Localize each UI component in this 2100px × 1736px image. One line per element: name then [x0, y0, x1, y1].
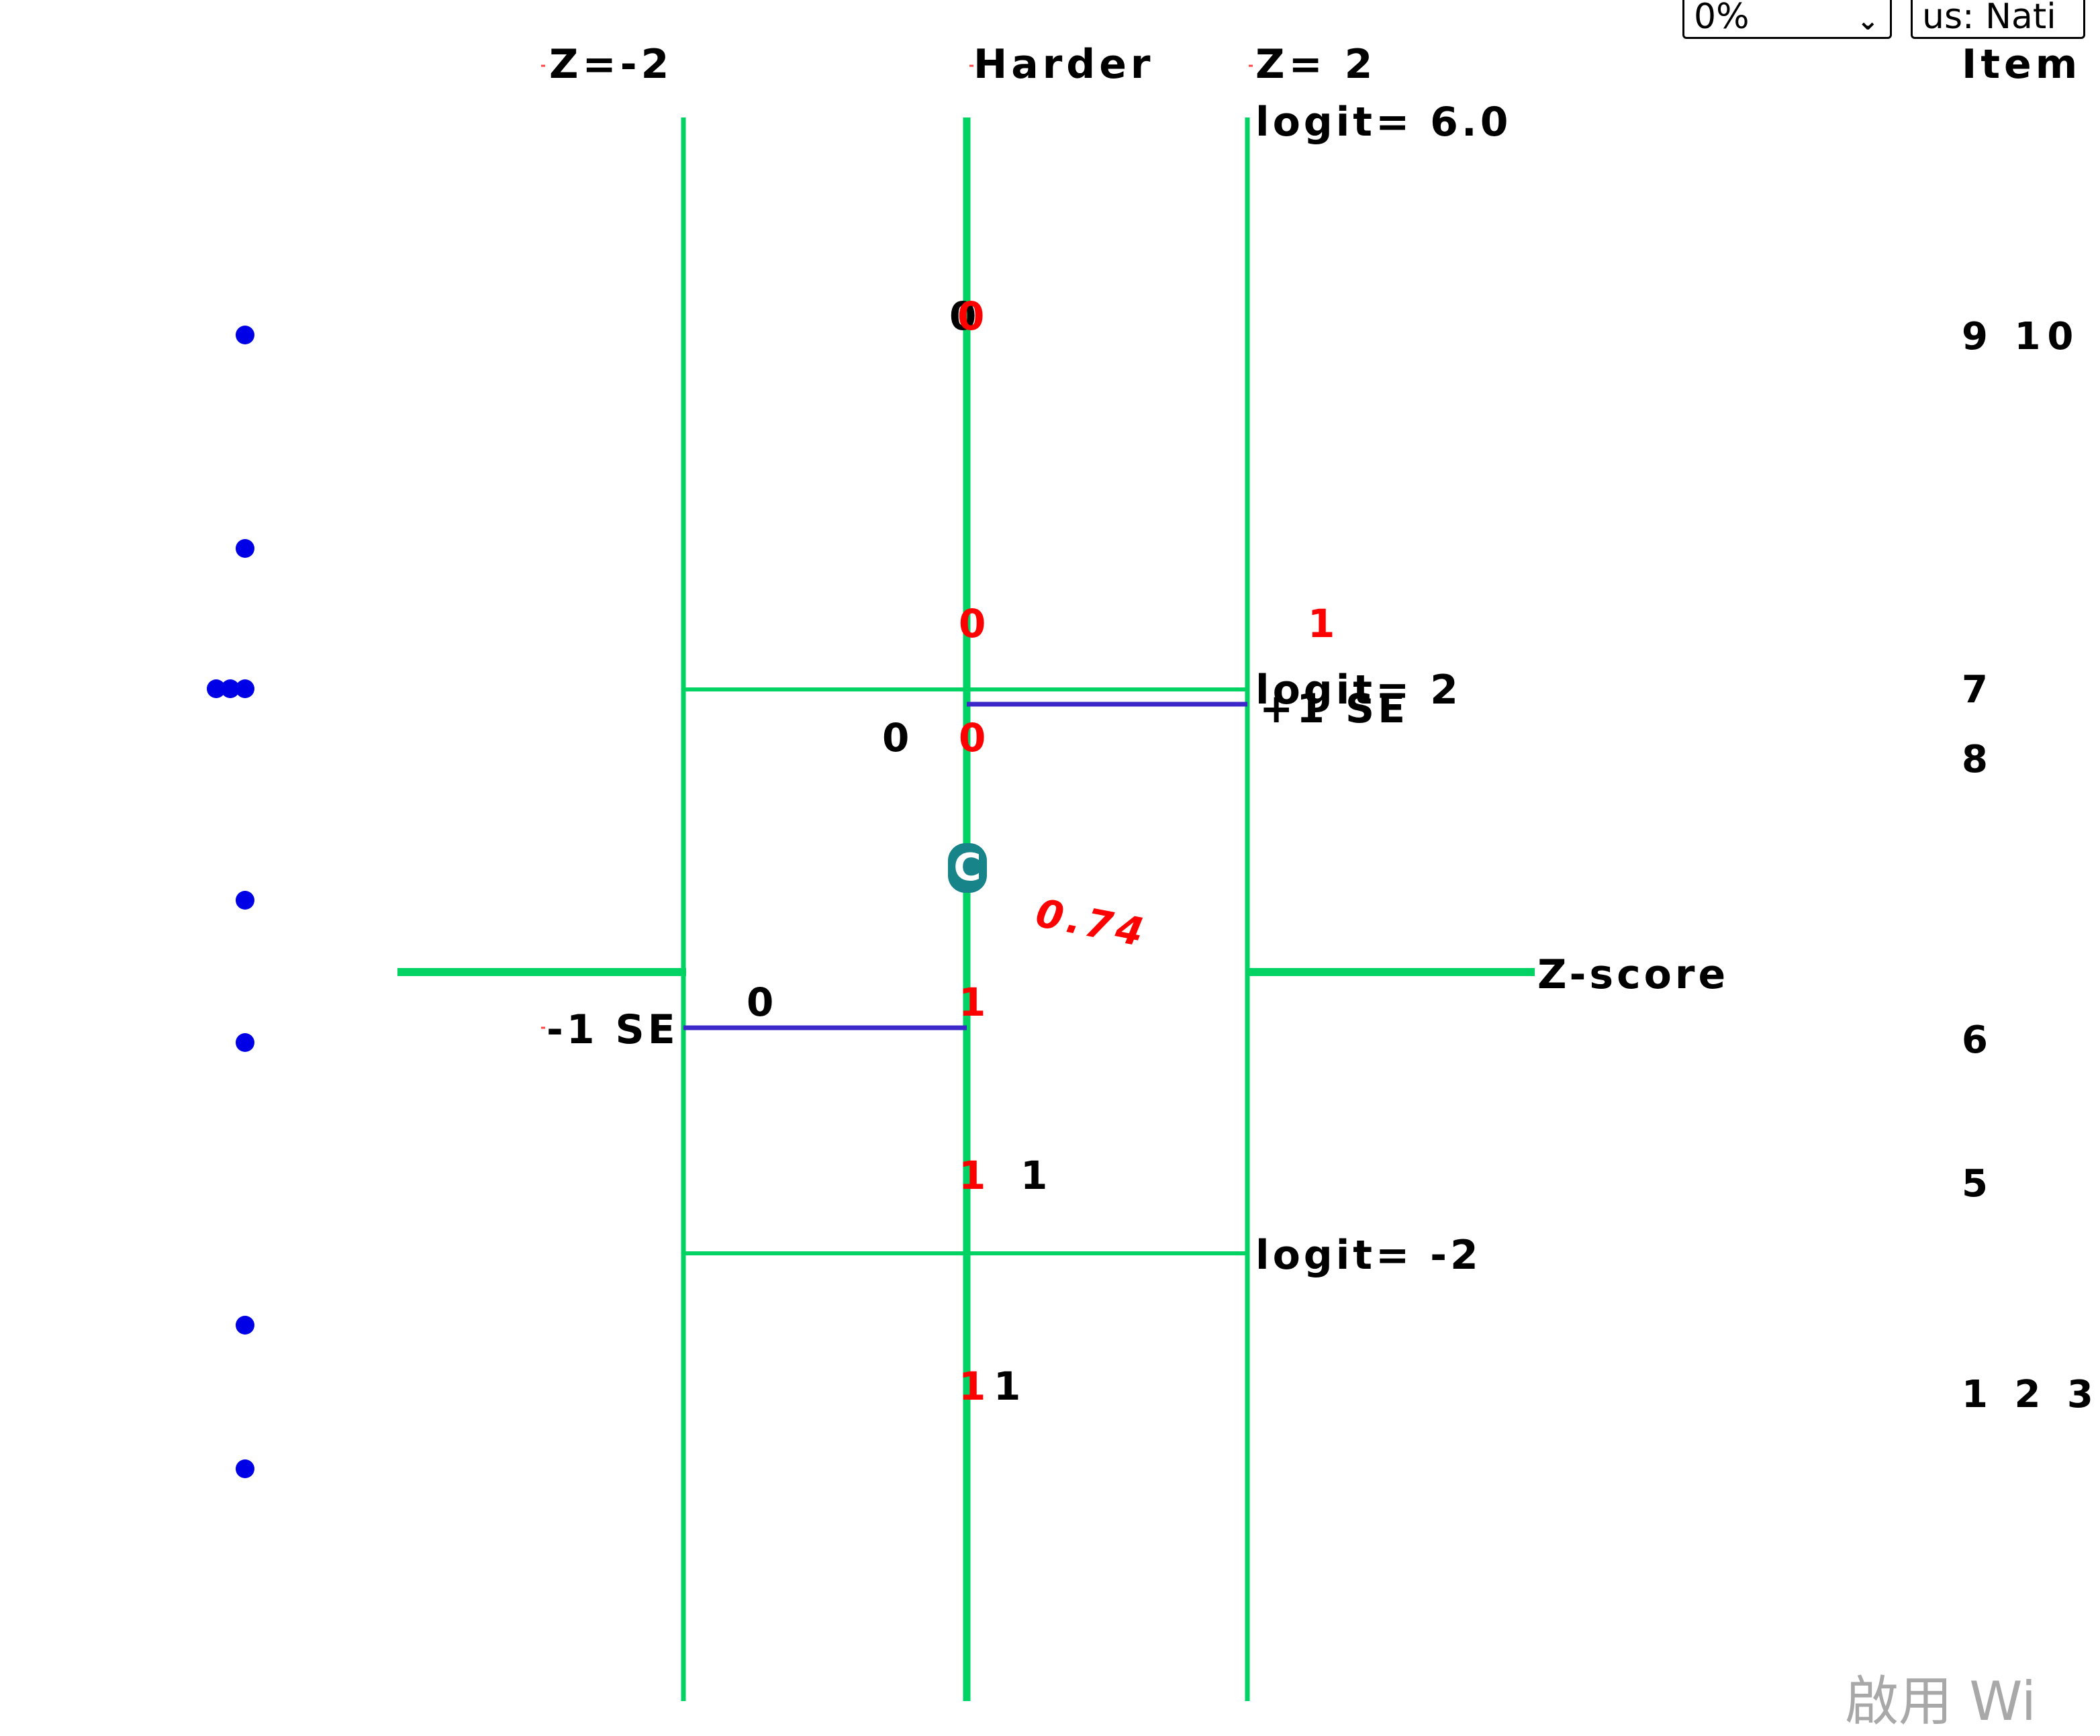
distribution-dot: [236, 891, 254, 910]
distribution-dot: [236, 326, 254, 344]
chevron-down-icon: ⌄: [1856, 5, 1879, 36]
distribution-dot: [221, 679, 240, 698]
item-numbers: 1 2 3: [1962, 1373, 2100, 1416]
percent-select-value: 0%: [1694, 0, 1750, 37]
status-select-value: us: Nati: [1922, 0, 2056, 37]
response-code: 0: [959, 601, 986, 646]
logit-plus2-label: logit= 2: [1255, 667, 1462, 714]
distribution-dot: [236, 539, 254, 558]
response-code: 0: [957, 293, 985, 339]
person-distribution-dots: [207, 326, 254, 1478]
distribution-dot: [236, 1459, 254, 1478]
grid-lines: [397, 117, 1535, 1701]
z-score-label: Z-score: [1537, 951, 1729, 998]
header-z-plus-2: Z= 2: [1255, 41, 1377, 88]
status-select[interactable]: us: Nati: [1911, 0, 2085, 39]
response-code: 0: [949, 293, 977, 339]
item-numbers: 9 10: [1962, 315, 2081, 358]
distribution-dot: [236, 1033, 254, 1052]
response-code: 1: [1020, 1153, 1048, 1198]
item-numbers: 6: [1962, 1018, 1995, 1062]
header-z-minus-2: Z=-2: [549, 41, 673, 88]
minus-se-label: -1 SE: [546, 1006, 679, 1053]
header-harder: Harder: [973, 41, 1155, 88]
response-code: 0: [959, 715, 986, 761]
response-code: 1: [1308, 601, 1335, 646]
item-numbers: 7: [1962, 668, 1995, 712]
item-numbers: 8: [1962, 738, 1995, 781]
ability-marker: C: [948, 843, 987, 893]
percent-select[interactable]: 0% ⌄: [1682, 0, 1892, 39]
standard-error-lines: [683, 702, 1247, 1030]
distribution-dot: [207, 679, 226, 698]
tick-marks: [541, 64, 1253, 1029]
logit-minus2-label: logit= -2: [1255, 1232, 1482, 1279]
response-code: 1: [959, 1153, 986, 1198]
activation-watermark: 啟用 Wi: [1845, 1670, 2036, 1733]
response-code: 0: [882, 715, 910, 761]
response-code: 0: [747, 979, 774, 1025]
plus-se-label: +1 SE: [1259, 685, 1409, 732]
response-code: 1: [959, 1363, 986, 1409]
response-code: 1: [959, 979, 986, 1025]
items-header: Item: [1962, 41, 2082, 88]
kidmap-canvas: [207, 64, 1535, 1701]
distribution-dot: [236, 1316, 254, 1335]
logit-top-label: logit= 6.0: [1255, 99, 1512, 146]
distribution-dot: [236, 679, 254, 698]
response-code: 1: [994, 1363, 1021, 1409]
item-numbers: 5: [1962, 1162, 1995, 1206]
